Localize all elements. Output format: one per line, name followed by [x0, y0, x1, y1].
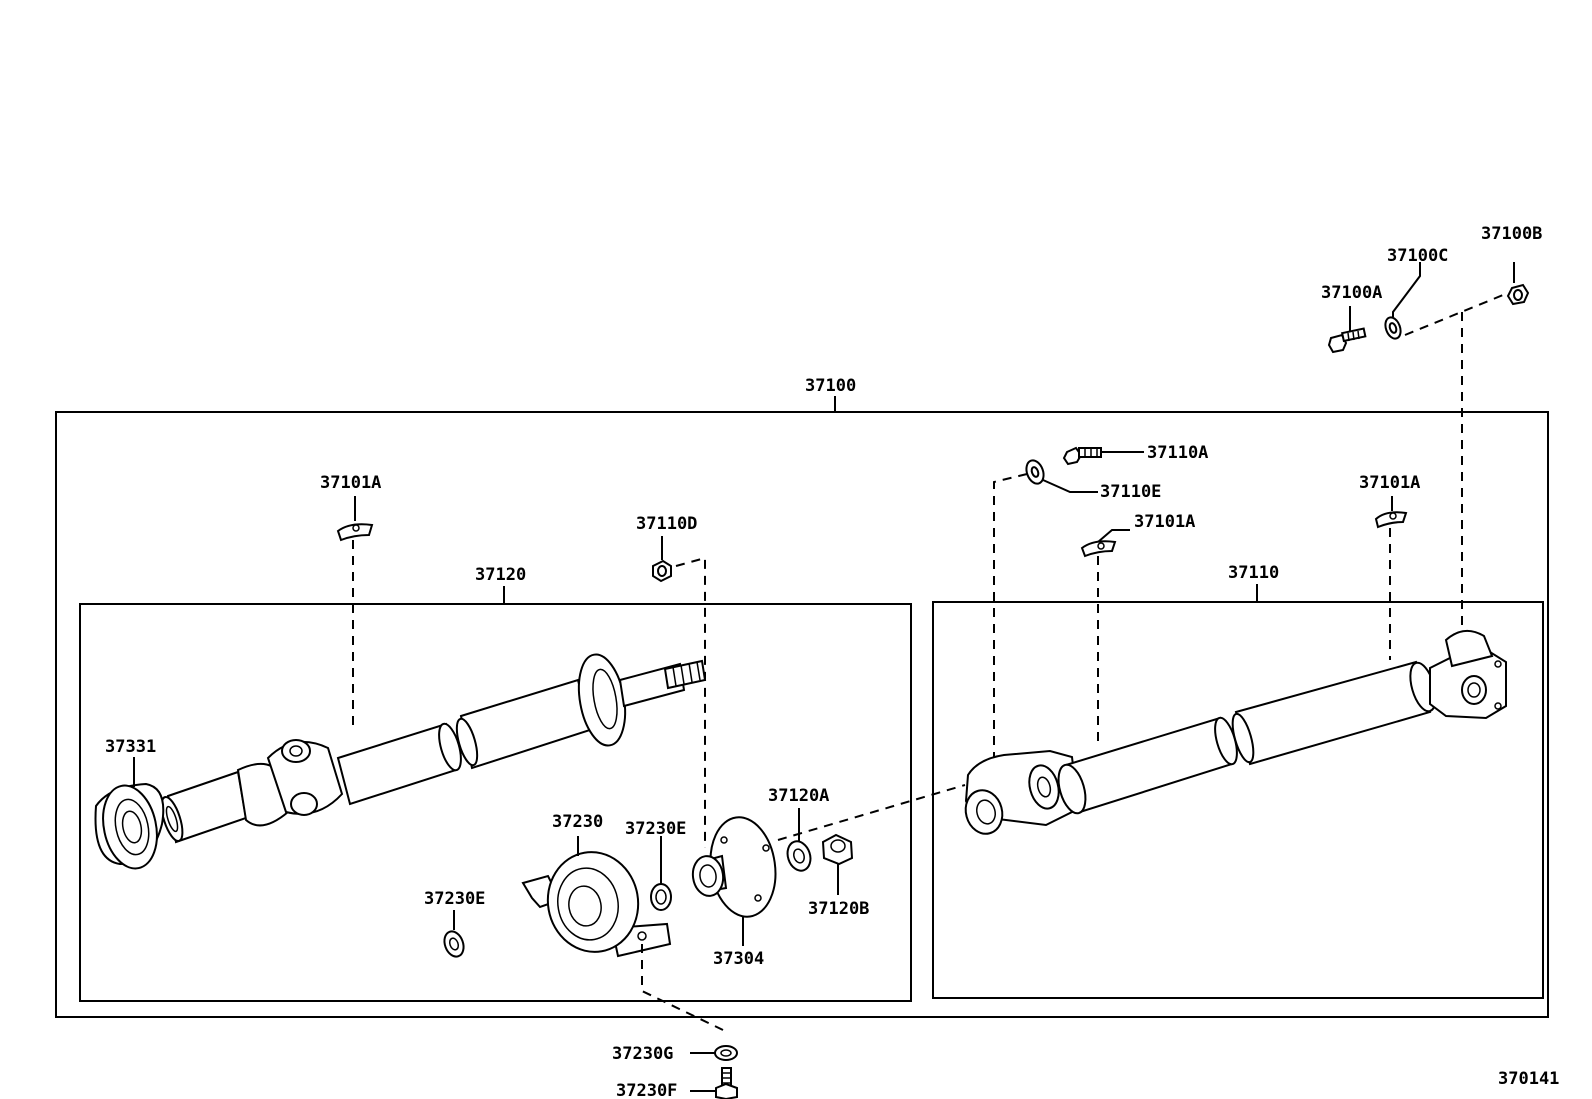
washer-37230E-left — [443, 930, 465, 958]
label-37110E: 37110E — [1100, 482, 1161, 502]
figure-code: 370141 — [1498, 1069, 1559, 1089]
assembly-37110-frame — [932, 601, 1544, 999]
balance-weight-37101A-left — [336, 523, 374, 542]
center-bearing-37230 — [521, 851, 672, 958]
label-37230G: 37230G — [612, 1044, 673, 1064]
label-37101A-mid: 37101A — [1134, 512, 1195, 532]
nut-37100B — [1506, 283, 1530, 306]
rear-propeller-shaft-37110 — [964, 629, 1507, 835]
label-37230E-left: 37230E — [424, 889, 485, 909]
label-37304: 37304 — [713, 949, 764, 969]
washer-37110E — [1025, 459, 1045, 485]
label-37110D: 37110D — [636, 514, 697, 534]
label-37230: 37230 — [552, 812, 603, 832]
bolt-37110A — [1062, 446, 1102, 466]
bolt-37230F — [715, 1067, 738, 1099]
balance-weight-37101A-right — [1374, 511, 1408, 529]
label-37120A: 37120A — [768, 786, 829, 806]
assembly-37120-frame — [79, 603, 912, 1002]
label-37100B: 37100B — [1481, 224, 1542, 244]
label-37101A-left: 37101A — [320, 473, 381, 493]
bolt-37100A — [1327, 327, 1367, 354]
washer-37230E-right — [650, 883, 672, 911]
label-37120B: 37120B — [808, 899, 869, 919]
balance-weight-37101A-mid — [1080, 540, 1117, 558]
washer-37230G — [714, 1045, 738, 1061]
label-37100C: 37100C — [1387, 246, 1448, 266]
companion-flange-37304 — [691, 816, 777, 918]
label-37230E-right: 37230E — [625, 819, 686, 839]
label-37100: 37100 — [805, 376, 856, 396]
label-37120: 37120 — [475, 565, 526, 585]
nut-37110D — [652, 559, 672, 583]
nut-37120B — [821, 833, 854, 866]
label-37110: 37110 — [1228, 563, 1279, 583]
washer-37120A — [786, 840, 812, 872]
dust-seal-37331 — [94, 782, 165, 870]
label-37100A: 37100A — [1321, 283, 1382, 303]
label-37101A-right: 37101A — [1359, 473, 1420, 493]
label-37331: 37331 — [105, 737, 156, 757]
label-37230F: 37230F — [616, 1081, 677, 1099]
washer-37100C — [1384, 316, 1402, 340]
label-37110A: 37110A — [1147, 443, 1208, 463]
assembly-37100-frame — [55, 411, 1549, 1018]
front-propeller-shaft-37120 — [160, 653, 707, 844]
